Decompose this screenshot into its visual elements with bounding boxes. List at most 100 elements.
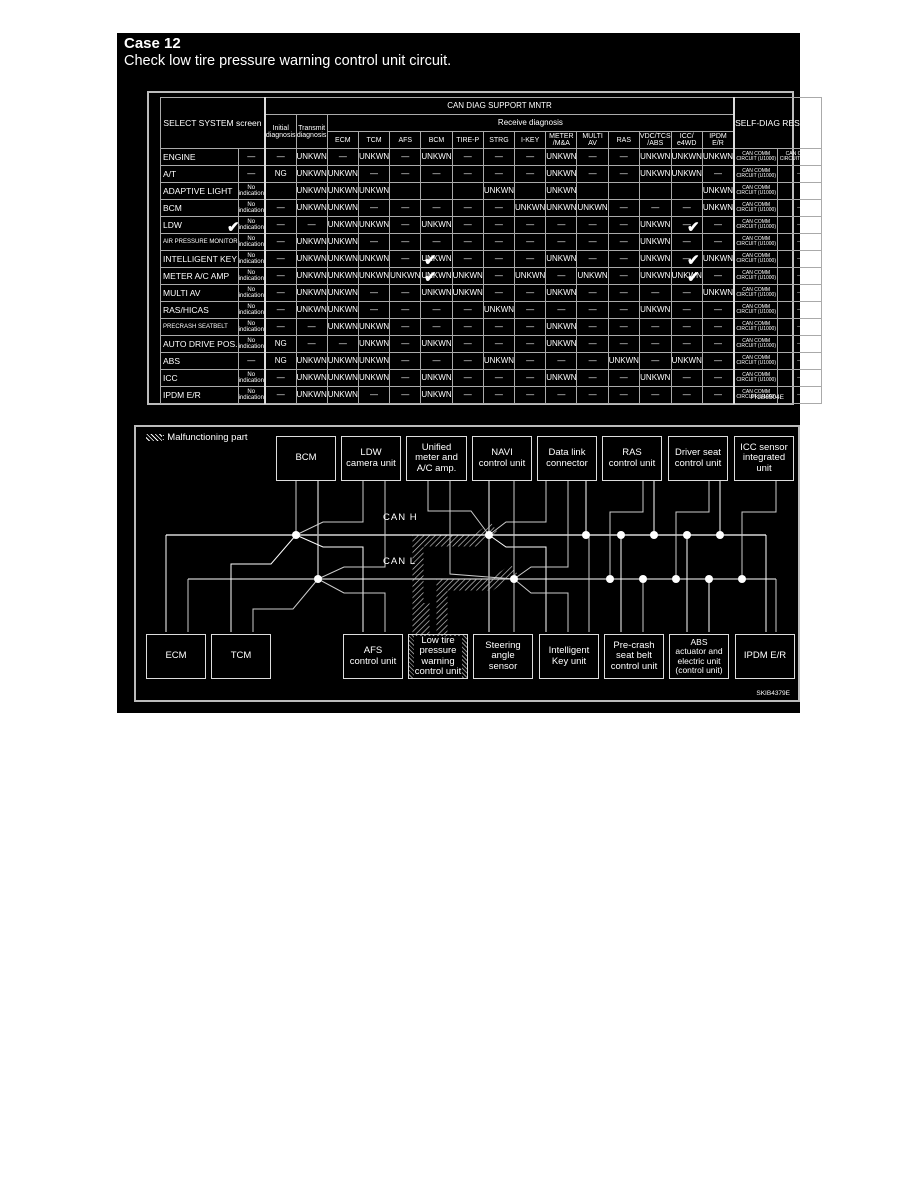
unit-steering-angle-sensor: Steering angle sensor xyxy=(473,634,533,679)
receive-cell: — xyxy=(482,165,516,183)
self-diag-cell: — xyxy=(777,301,822,319)
receive-cell: UNKWN xyxy=(357,148,391,166)
receive-cell: — xyxy=(576,386,609,404)
receive-cell: UNKWN xyxy=(357,250,391,268)
screen-cell: — xyxy=(237,352,266,370)
self-diag-cell: — xyxy=(777,284,822,302)
unit-data-link-connector: Data link connector xyxy=(537,436,597,481)
receive-cell: UNKWN xyxy=(638,233,672,251)
can-network-diagram: : Malfunctioning part CAN H CAN L BCM LD… xyxy=(134,425,800,702)
initial-diagnosis-cell: — xyxy=(263,216,297,234)
receive-cell: UNKWN xyxy=(545,165,578,183)
self-diag-cell: — xyxy=(777,199,822,217)
receive-cell: — xyxy=(451,301,484,319)
receive-cell: — xyxy=(389,335,422,353)
receive-col-header: I-KEY xyxy=(514,131,547,149)
receive-cell xyxy=(514,182,547,200)
receive-cell: — xyxy=(451,335,484,353)
case-title: Case 12 xyxy=(124,35,181,52)
receive-cell: — xyxy=(420,199,453,217)
system-name-cell: BCM xyxy=(160,199,239,217)
receive-cell: — xyxy=(545,267,578,285)
self-diag-cell xyxy=(777,182,822,200)
receive-cell: — xyxy=(514,233,547,251)
receive-cell: UNKWN xyxy=(420,369,453,387)
receive-cell: — xyxy=(607,233,640,251)
check-mark-icon: ✔ xyxy=(687,219,700,236)
transmit-diagnosis-cell: UNKWN xyxy=(295,284,328,302)
receive-cell: — xyxy=(607,301,640,319)
screen-cell: No indication xyxy=(237,182,266,200)
self-diag-cell: CAN COMM CIRCUIT (U1000) xyxy=(733,386,779,404)
receive-cell: — xyxy=(576,250,609,268)
receive-cell: — xyxy=(357,301,391,319)
receive-cell: — xyxy=(389,233,422,251)
receive-cell: — xyxy=(514,386,547,404)
receive-cell: — xyxy=(389,318,422,336)
receive-cell xyxy=(451,182,484,200)
receive-cell: UNKWN xyxy=(514,199,547,217)
receive-cell: — xyxy=(451,352,484,370)
receive-cell: UNKWN xyxy=(701,182,735,200)
receive-cell: — xyxy=(389,165,422,183)
self-diag-cell: CAN COMM CIRCUIT (U1000) xyxy=(733,148,779,166)
receive-cell: UNKWN xyxy=(357,267,391,285)
self-diag-cell: — xyxy=(777,216,822,234)
receive-cell xyxy=(420,182,453,200)
receive-cell: — xyxy=(638,318,672,336)
receive-cell: — xyxy=(420,165,453,183)
receive-cell: — xyxy=(451,165,484,183)
transmit-diagnosis-cell: UNKWN xyxy=(295,369,328,387)
receive-cell: UNKWN xyxy=(638,267,672,285)
receive-cell: — xyxy=(389,386,422,404)
unit-bcm: BCM xyxy=(276,436,336,481)
receive-cell: UNKWN xyxy=(326,267,359,285)
receive-cell: UNKWN xyxy=(357,216,391,234)
receive-cell: — xyxy=(451,369,484,387)
receive-cell: — xyxy=(701,267,735,285)
receive-cell: UNKWN xyxy=(607,352,640,370)
receive-cell: — xyxy=(389,199,422,217)
receive-cell: UNKWN xyxy=(638,216,672,234)
receive-cell: — xyxy=(389,216,422,234)
receive-cell xyxy=(389,182,422,200)
receive-cell: — xyxy=(482,148,516,166)
receive-cell: — xyxy=(670,233,703,251)
initial-diagnosis-cell: — xyxy=(263,318,297,336)
receive-cell: — xyxy=(451,216,484,234)
self-diag-cell: — xyxy=(777,386,822,404)
receive-cell: — xyxy=(357,165,391,183)
transmit-diagnosis-cell: UNKWN xyxy=(295,250,328,268)
receive-cell: UNKWN xyxy=(357,182,391,200)
receive-cell: — xyxy=(451,386,484,404)
self-diag-cell: CAN COMM CIRCUIT (U1000) xyxy=(733,250,779,268)
receive-cell: UNKWN xyxy=(326,301,359,319)
receive-cell: — xyxy=(514,216,547,234)
receive-cell: — xyxy=(670,335,703,353)
receive-cell: — xyxy=(701,386,735,404)
receive-cell: — xyxy=(514,284,547,302)
transmit-diagnosis-cell: UNKWN xyxy=(295,352,328,370)
check-mark-icon: ✔ xyxy=(424,252,437,269)
figure-code: SKIB4379E xyxy=(756,690,790,697)
initial-diagnosis-cell: NG xyxy=(263,165,297,183)
receive-col-header: ECM xyxy=(326,131,359,149)
receive-cell: — xyxy=(701,301,735,319)
receive-cell: — xyxy=(451,233,484,251)
screen-cell: No indication xyxy=(237,284,266,302)
receive-cell: — xyxy=(576,318,609,336)
transmit-diagnosis-cell: UNKWN xyxy=(295,182,328,200)
self-diag-results-header: SELF-DIAG RESULTS xyxy=(733,97,822,149)
receive-cell: — xyxy=(514,165,547,183)
receive-cell: UNKWN xyxy=(638,165,672,183)
can-diag-support-header: CAN DIAG SUPPORT MNTR xyxy=(263,97,735,115)
unit-ras: RAS control unit xyxy=(602,436,662,481)
unit-ipdm-er: IPDM E/R xyxy=(735,634,795,679)
receive-cell: UNKWN xyxy=(514,267,547,285)
receive-cell: — xyxy=(389,352,422,370)
receive-cell: — xyxy=(576,301,609,319)
